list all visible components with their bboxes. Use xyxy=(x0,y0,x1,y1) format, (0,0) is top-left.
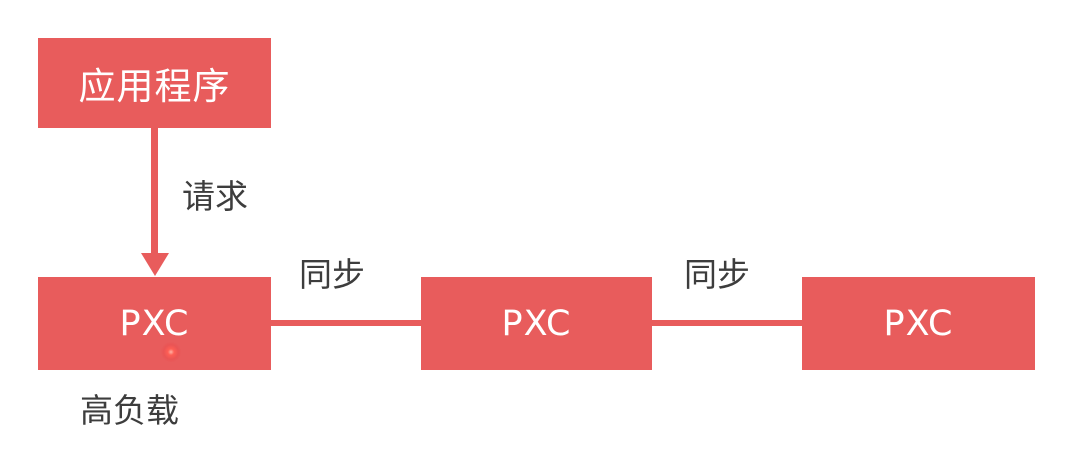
request-arrowhead-icon xyxy=(141,253,169,276)
node-pxc-1-label: PXC xyxy=(119,303,190,344)
sync-connector-1 xyxy=(271,320,421,326)
node-pxc-2-label: PXC xyxy=(501,303,572,344)
sync-edge-label-2: 同步 xyxy=(684,255,750,294)
node-application-label: 应用程序 xyxy=(78,65,231,108)
request-arrow-line xyxy=(151,127,158,255)
node-pxc-3-label: PXC xyxy=(883,303,954,344)
high-load-annotation: 高负载 xyxy=(80,391,179,430)
node-pxc-1: PXC xyxy=(38,277,271,370)
sync-edge-label-1: 同步 xyxy=(299,255,365,294)
request-edge-label: 请求 xyxy=(182,177,248,216)
node-application: 应用程序 xyxy=(38,38,271,128)
node-pxc-3: PXC xyxy=(802,277,1035,370)
sync-connector-2 xyxy=(652,320,802,326)
node-pxc-2: PXC xyxy=(421,277,652,370)
